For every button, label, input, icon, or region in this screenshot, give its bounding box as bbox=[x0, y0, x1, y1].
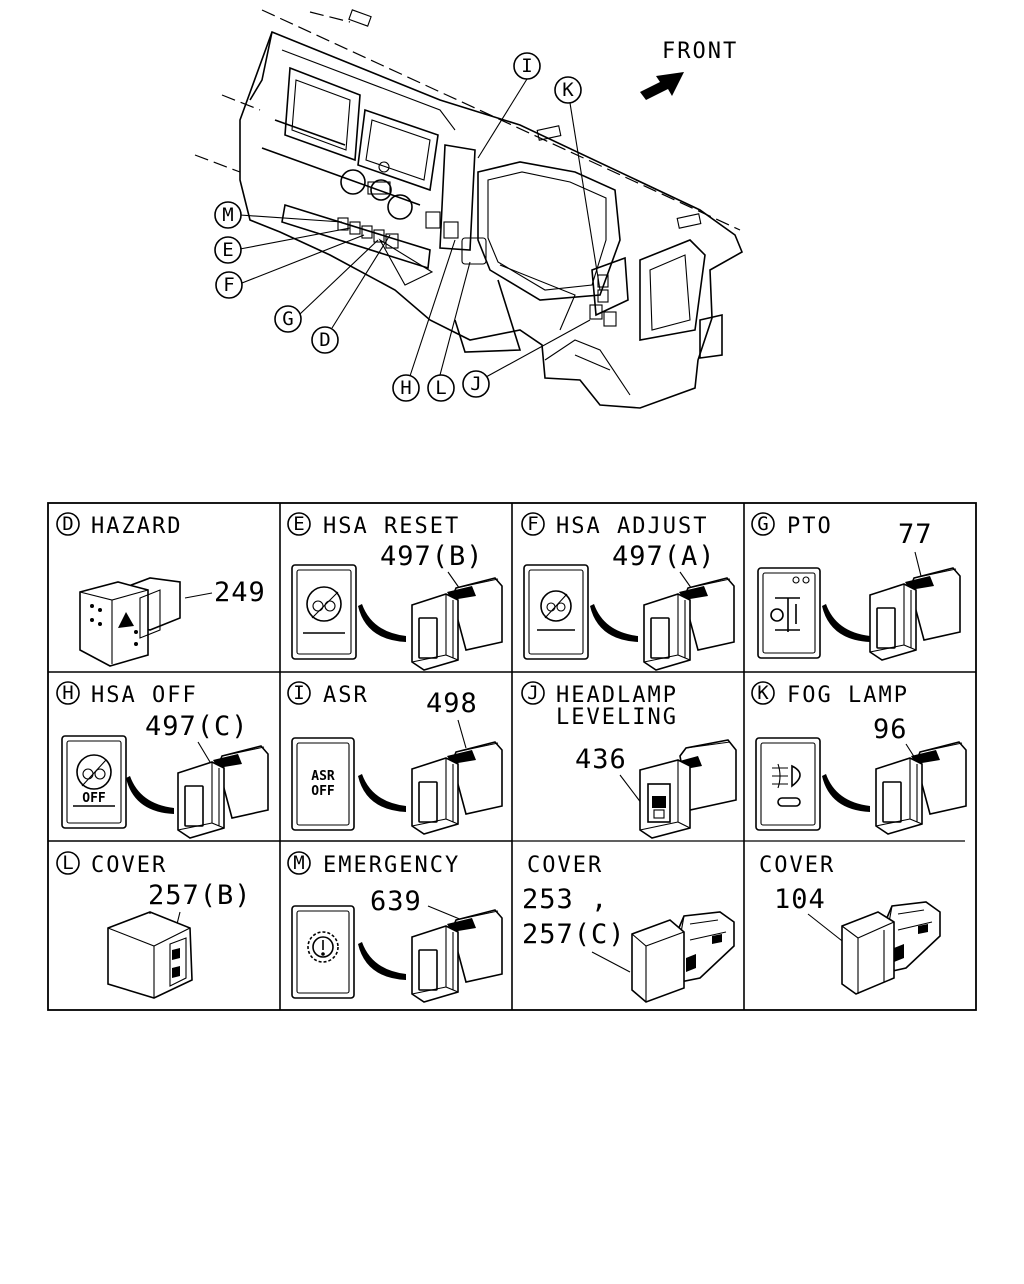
svg-text:PTO: PTO bbox=[787, 514, 833, 539]
svg-text:D: D bbox=[319, 329, 330, 351]
svg-text:J: J bbox=[470, 373, 481, 395]
overview-leader-lines bbox=[239, 78, 601, 378]
svg-text:ASR: ASR bbox=[323, 683, 369, 708]
cover-104-icon bbox=[841, 901, 941, 995]
part-number: 96 bbox=[873, 714, 908, 745]
part-number: 639 bbox=[370, 886, 422, 917]
hsa-reset-symbol-icon bbox=[291, 564, 357, 660]
svg-text:COVER: COVER bbox=[759, 853, 835, 878]
svg-text:LEVELING: LEVELING bbox=[556, 705, 678, 730]
svg-text:I: I bbox=[521, 55, 532, 77]
emergency-symbol-icon bbox=[291, 905, 355, 999]
cell-f-hsa-adjust: F HSA ADJUST 497(A) bbox=[521, 512, 735, 671]
svg-text:F: F bbox=[527, 513, 538, 535]
cell-e-hsa-reset: E HSA RESET 497(B) bbox=[287, 512, 503, 671]
svg-text:M: M bbox=[293, 852, 304, 874]
svg-text:EMERGENCY: EMERGENCY bbox=[323, 853, 460, 878]
callout-I: I bbox=[513, 52, 541, 80]
svg-text:G: G bbox=[282, 308, 293, 330]
svg-text:COVER: COVER bbox=[91, 853, 167, 878]
svg-text:L: L bbox=[435, 377, 446, 399]
cell-cover-253-257c: COVER 253 , 257(C) bbox=[522, 853, 735, 1003]
svg-text:J: J bbox=[527, 682, 538, 704]
callout-E: E bbox=[214, 236, 242, 264]
svg-text:M: M bbox=[222, 204, 233, 226]
fog-lamp-symbol-icon bbox=[755, 737, 821, 831]
callout-L: L bbox=[427, 374, 455, 402]
cell-i-asr: I ASR 498 ASR OFF bbox=[287, 681, 503, 835]
svg-text:G: G bbox=[757, 513, 768, 535]
part-number: 497(B) bbox=[380, 541, 484, 572]
front-arrow-icon bbox=[640, 72, 684, 100]
svg-text:HAZARD: HAZARD bbox=[91, 514, 182, 539]
cell-k-fog-lamp: K FOG LAMP 96 bbox=[751, 681, 967, 835]
svg-text:L: L bbox=[62, 852, 73, 874]
svg-text:OFF: OFF bbox=[311, 784, 335, 799]
callout-G: G bbox=[274, 305, 302, 333]
hsa-off-symbol-icon: OFF bbox=[61, 735, 127, 829]
svg-text:H: H bbox=[62, 682, 73, 704]
cell-cover-104: COVER 104 bbox=[759, 853, 941, 995]
svg-text:D: D bbox=[62, 513, 73, 535]
cell-h-hsa-off: H HSA OFF 497(C) OFF bbox=[56, 681, 269, 839]
pto-symbol-icon bbox=[757, 567, 821, 659]
callout-M: M bbox=[214, 201, 242, 229]
cell-d-hazard: D HAZARD 249 bbox=[56, 512, 266, 667]
svg-text:F: F bbox=[223, 274, 234, 296]
svg-text:ASR: ASR bbox=[311, 769, 335, 784]
callout-H: H bbox=[392, 374, 420, 402]
part-number: 498 bbox=[426, 688, 478, 719]
part-number: 497(C) bbox=[145, 711, 249, 742]
cell-g-pto: G PTO 77 bbox=[751, 512, 961, 661]
svg-text:E: E bbox=[222, 239, 233, 261]
headlamp-leveling-switch-icon bbox=[639, 739, 737, 839]
svg-text:FOG LAMP: FOG LAMP bbox=[787, 683, 909, 708]
svg-text:COVER: COVER bbox=[527, 853, 603, 878]
svg-text:HSA RESET: HSA RESET bbox=[323, 514, 460, 539]
part-number-2: 257(C) bbox=[522, 919, 626, 950]
part-number: 257(B) bbox=[148, 880, 252, 911]
part-number: 249 bbox=[214, 577, 266, 608]
dashboard-overview: FRONT bbox=[194, 9, 744, 409]
svg-text:HSA ADJUST: HSA ADJUST bbox=[556, 514, 708, 539]
hsa-adjust-symbol-icon bbox=[523, 564, 589, 660]
svg-text:HEADLAMP: HEADLAMP bbox=[556, 683, 678, 708]
part-number: 436 bbox=[575, 744, 627, 775]
cell-l-cover: L COVER 257(B) bbox=[56, 851, 252, 999]
callout-J: J bbox=[462, 370, 490, 398]
cell-j-headlamp-leveling: J HEADLAMP LEVELING 436 bbox=[521, 681, 737, 839]
part-number: 253 , bbox=[522, 884, 608, 915]
callout-F: F bbox=[215, 271, 243, 299]
asr-off-symbol-icon: ASR OFF bbox=[291, 737, 355, 831]
front-label: FRONT bbox=[662, 39, 738, 64]
hazard-switch-icon bbox=[79, 577, 181, 667]
svg-text:K: K bbox=[757, 682, 769, 704]
svg-text:I: I bbox=[293, 682, 304, 704]
cell-m-emergency: M EMERGENCY 639 bbox=[287, 851, 503, 1003]
svg-text:HSA OFF: HSA OFF bbox=[91, 683, 198, 708]
svg-text:E: E bbox=[293, 513, 304, 535]
svg-text:H: H bbox=[400, 377, 411, 399]
part-number: 77 bbox=[898, 519, 933, 550]
cover-253-icon bbox=[631, 911, 735, 1003]
cover-blank-icon bbox=[107, 911, 193, 999]
parts-grid bbox=[47, 502, 977, 1011]
svg-text:OFF: OFF bbox=[82, 791, 106, 806]
callout-K: K bbox=[554, 76, 582, 104]
callout-D: D bbox=[311, 326, 339, 354]
part-number: 104 bbox=[774, 884, 826, 915]
part-number: 497(A) bbox=[612, 541, 716, 572]
svg-text:K: K bbox=[562, 79, 574, 101]
